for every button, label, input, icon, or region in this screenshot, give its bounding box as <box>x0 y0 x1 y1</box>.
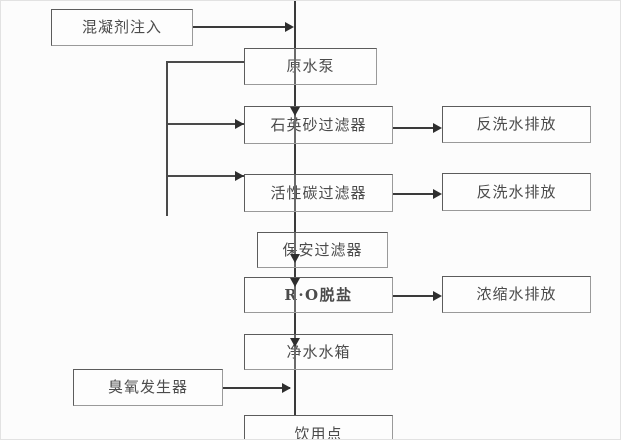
node-quartz-sand-filter[interactable]: 石英砂过滤器 <box>244 106 393 144</box>
arrowhead-recycle-into-carbon-filter <box>235 171 244 181</box>
node-drinking-point[interactable]: 饮用点 <box>244 415 393 440</box>
arrowhead-into-cartridge-filter <box>290 254 300 263</box>
recycle-line-vertical <box>166 61 168 216</box>
arrowhead-into-clean-water-tank <box>290 338 300 347</box>
node-concentrate-discharge[interactable]: 浓缩水排放 <box>442 276 591 313</box>
node-clean-water-tank[interactable]: 净水水箱 <box>244 334 393 370</box>
node-label: 臭氧发生器 <box>107 378 188 396</box>
recycle-branch-to-sand-filter <box>166 123 246 125</box>
arrowhead-into-concentrate <box>433 291 442 301</box>
main-flow-line-segment-ro-to-tank <box>294 312 296 335</box>
node-label: 保安过滤器 <box>282 240 363 259</box>
node-label: R·O脱盐 <box>284 285 353 304</box>
node-label: 浓缩水排放 <box>476 285 557 303</box>
node-label: 饮用点 <box>294 424 343 440</box>
node-label: 净水水箱 <box>286 342 351 361</box>
arrowhead-into-sand-filter <box>290 107 300 116</box>
main-flow-line-through-tank <box>294 335 296 369</box>
main-flow-line-segment-cartridge-to-ro <box>294 267 296 278</box>
node-activated-carbon-filter[interactable]: 活性碳过滤器 <box>244 174 393 212</box>
arrowhead-coagulant-to-main <box>285 22 294 32</box>
arrowhead-into-backwash-1 <box>433 123 442 133</box>
node-label: 原水泵 <box>286 57 335 75</box>
main-flow-line-segment-carbon-to-cartridge <box>294 211 296 233</box>
main-flow-line-through-sand-filter <box>294 107 296 143</box>
node-raw-water-pump[interactable]: 原水泵 <box>244 48 377 85</box>
connector-coagulant-to-main <box>193 26 289 28</box>
node-label: 石英砂过滤器 <box>270 115 367 134</box>
node-coagulant-dosing[interactable]: 混凝剂注入 <box>51 9 193 46</box>
main-flow-line-segment-top <box>294 1 296 48</box>
main-flow-line-segment-tank-to-drinking <box>294 369 296 416</box>
node-backwash-discharge-1[interactable]: 反洗水排放 <box>442 106 591 143</box>
connector-carbon-filter-to-backwash-2 <box>393 193 437 195</box>
arrowhead-recycle-into-sand-filter <box>235 119 244 129</box>
node-label: 活性碳过滤器 <box>270 183 367 202</box>
connector-ozone-to-main <box>223 387 290 389</box>
node-cartridge-filter[interactable]: 保安过滤器 <box>257 232 388 268</box>
node-label: 反洗水排放 <box>476 115 557 133</box>
connector-ro-to-concentrate <box>393 295 437 297</box>
connector-sand-filter-to-backwash-1 <box>393 127 437 129</box>
node-ro-desalination[interactable]: R·O脱盐 <box>244 277 393 313</box>
node-backwash-discharge-2[interactable]: 反洗水排放 <box>442 173 591 211</box>
main-flow-line-through-ro <box>294 278 296 312</box>
main-flow-line-segment-pump-to-sand <box>294 84 296 107</box>
main-flow-line-through-cartridge-filter <box>294 233 296 267</box>
node-label: 混凝剂注入 <box>81 18 162 36</box>
arrowhead-into-ro <box>290 278 300 287</box>
arrowhead-into-backwash-2 <box>433 189 442 199</box>
main-flow-line-segment-sand-to-carbon <box>294 143 296 175</box>
arrowhead-ozone-to-main <box>282 383 291 393</box>
main-flow-line-through-pump <box>294 48 296 84</box>
node-label: 反洗水排放 <box>476 182 557 201</box>
main-flow-line-through-carbon-filter <box>294 175 296 211</box>
node-ozone-generator[interactable]: 臭氧发生器 <box>73 369 223 406</box>
recycle-branch-to-carbon-filter <box>166 175 246 177</box>
recycle-line-top-horizontal <box>166 61 245 63</box>
